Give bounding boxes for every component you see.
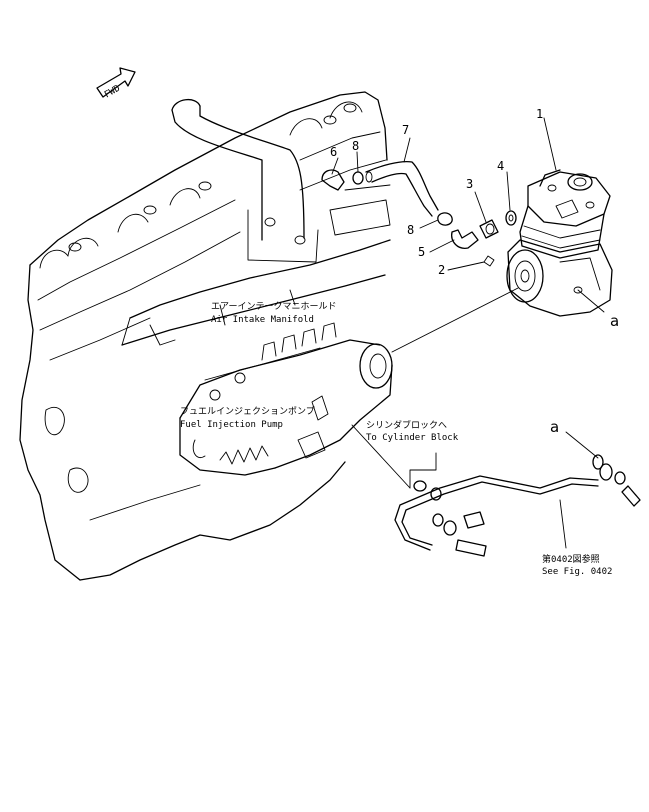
- fuel-injection-pump: [179, 322, 393, 476]
- callout-a-compressor: a: [610, 312, 619, 330]
- intake-pipe: [171, 99, 319, 263]
- callout-1: 1: [536, 107, 543, 121]
- part-7-hose: [365, 160, 439, 211]
- manifold-label-en: Air Intake Manifold: [211, 315, 314, 325]
- callout-4: 4: [497, 159, 504, 173]
- pump-label-jp: フュエルインジェクションポンプ: [180, 406, 315, 417]
- pump-label-en: Fuel Injection Pump: [180, 420, 283, 430]
- seefig-label-jp: 第0402図参照: [542, 553, 600, 565]
- callout-5: 5: [418, 245, 425, 259]
- fwd-arrow-icon: FWD: [96, 67, 136, 101]
- part-8-washer-upper: [352, 171, 364, 185]
- part-8-washer-lower: [437, 212, 453, 226]
- oil-pipe: [394, 454, 641, 557]
- fwd-label: FWD: [103, 84, 122, 101]
- callout-8-upper: 8: [352, 139, 359, 153]
- callouts: 1 2 3 4 5 6 7 8 8 a a: [330, 107, 619, 436]
- callout-a-pipe: a: [550, 418, 559, 436]
- callout-3: 3: [466, 177, 473, 191]
- labels: エアーインテークマニホールド Air Intake Manifold フュエルイ…: [180, 301, 612, 577]
- drive-line: [391, 287, 519, 353]
- seefig-label-en: See Fig. 0402: [542, 567, 612, 577]
- callout-6: 6: [330, 145, 337, 159]
- intake-manifold: [121, 184, 391, 346]
- callout-7: 7: [402, 123, 409, 137]
- leader-lines: [331, 117, 605, 549]
- air-compressor: [506, 169, 613, 317]
- part-3-union: [479, 219, 499, 239]
- part-4-washer: [505, 210, 517, 226]
- manifold-label-jp: エアーインテークマニホールド: [211, 301, 336, 312]
- callout-2: 2: [438, 263, 445, 277]
- cylinder-label-jp: シリンダブロックへ: [366, 419, 447, 431]
- cylinder-label-en: To Cylinder Block: [366, 433, 459, 443]
- part-5-elbow: [451, 229, 479, 249]
- engine-block: [19, 91, 388, 581]
- callout-8-lower: 8: [407, 223, 414, 237]
- part-2-key: [483, 255, 495, 267]
